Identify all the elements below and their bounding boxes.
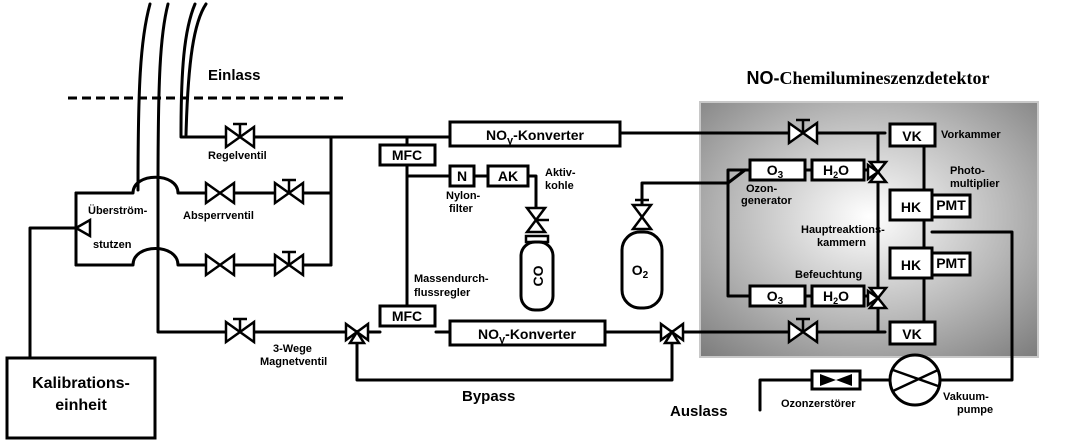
h2o-bottom-h: H	[823, 288, 833, 304]
massen-label-1: Massendurch-	[414, 273, 489, 285]
o2-sub: 2	[643, 270, 649, 281]
wege-label-2: Magnetventil	[260, 356, 327, 368]
noy-bottom-suffix: -Konverter	[505, 326, 576, 342]
hk-bottom-box: HK	[901, 257, 921, 273]
aktiv-label-1: Aktiv-	[545, 167, 576, 179]
noy-top-prefix: NO	[486, 127, 507, 143]
detector-upper-valve	[787, 118, 819, 146]
ozon-label-2: generator	[741, 195, 792, 207]
lower-valve-1	[204, 252, 236, 278]
hk-top-box: HK	[901, 199, 921, 215]
aktivkohle-box: AK	[498, 168, 518, 184]
befeuchtung-label: Befeuchtung	[795, 269, 862, 281]
ozonzerstoerer-icon	[820, 374, 836, 386]
h2o-top-o: O	[838, 162, 849, 178]
co-label: CO	[530, 265, 546, 286]
massen-label-2: flussregler	[414, 287, 471, 299]
bypass-label: Bypass	[462, 388, 515, 405]
ozonzerstoerer-label: Ozonzerstörer	[781, 398, 856, 410]
h2o-top-h: H	[823, 162, 833, 178]
mfc-top-label: MFC	[392, 147, 422, 163]
nylon-label-1: Nylon-	[446, 190, 481, 202]
photo-label-1: Photo-	[950, 165, 985, 177]
o3-top-main: O	[767, 162, 778, 178]
ozonzerstoerer-unit	[810, 369, 862, 391]
o3-bottom-main: O	[767, 288, 778, 304]
pump-icon	[892, 368, 939, 388]
inlet-tubes	[136, 2, 208, 192]
o2-valve	[630, 198, 654, 231]
co-valve	[524, 206, 549, 234]
o2-cylinder: O2	[620, 230, 664, 310]
ozon-label-1: Ozon-	[746, 183, 777, 195]
absperrventil-valve-1	[204, 180, 236, 206]
co-cylinder: CO	[519, 234, 555, 312]
h2o-bottom-sub: 2	[833, 296, 838, 306]
wege-label-1: 3-Wege	[273, 343, 312, 355]
components: MFC MFC NOy-Konverter NOy-Konverter N AK…	[5, 120, 972, 440]
detector-3way-lower	[866, 286, 889, 310]
photo-label-2: multiplier	[950, 178, 1000, 190]
detector-title-prefix: NO-	[747, 68, 780, 88]
o3-top-sub: 3	[778, 170, 784, 181]
three-way-valve-right	[659, 321, 685, 345]
noy-konverter-top: NOy-Konverter	[486, 127, 584, 147]
o3-bottom-sub: 3	[778, 296, 784, 307]
h2o-bottom-box: H2O	[823, 288, 849, 306]
vakuum-label-2: pumpe	[957, 404, 993, 416]
haupt-label-2: kammern	[817, 237, 866, 249]
h2o-bottom-o: O	[838, 288, 849, 304]
noy-konverter-bottom: NOy-Konverter	[478, 326, 576, 346]
o2-main: O	[632, 262, 643, 278]
vorkammer-label: Vorkammer	[941, 129, 1001, 141]
absperrventil-label: Absperrventil	[183, 210, 254, 222]
noy-top-suffix: -Konverter	[513, 127, 584, 143]
mfc-bottom-label: MFC	[392, 308, 422, 324]
detector-title: NO-Chemilumineszenzdetektor	[747, 68, 990, 88]
noy-top-sub: y	[507, 135, 514, 147]
detector-area	[699, 101, 1039, 358]
h2o-top-box: H2O	[823, 162, 849, 180]
absperrventil-valve-2	[273, 178, 305, 206]
noy-bottom-sub: y	[499, 334, 506, 346]
einlass-label: Einlass	[208, 67, 261, 84]
valves	[73, 118, 889, 345]
vk-bottom-box: VK	[902, 326, 921, 342]
pmt-bottom-box: PMT	[936, 255, 966, 271]
labels: Einlass Regelventil Absperrventil Überst…	[88, 67, 1001, 420]
regelventil-valve	[224, 122, 256, 150]
lower-valve-2	[273, 250, 305, 278]
detector-title-rest: Chemilumineszenzdetektor	[780, 68, 990, 88]
detector-lower-valve	[787, 317, 819, 345]
calibration-label-1: Kalibrations-	[32, 375, 130, 392]
haupt-label-1: Hauptreaktions-	[801, 224, 885, 236]
nylon-filter-box: N	[457, 168, 467, 184]
o2-label: O2	[632, 262, 649, 281]
o3-top-box: O3	[767, 162, 784, 181]
vakuum-label-1: Vakuum-	[943, 391, 989, 403]
nylon-label-2: filter	[449, 203, 474, 215]
calibration-label-2: einheit	[55, 397, 107, 414]
calibration-unit	[5, 356, 157, 440]
aktiv-label-2: kohle	[545, 180, 574, 192]
ueberstroem-label-2: stutzen	[93, 239, 132, 251]
h2o-top-sub: 2	[833, 170, 838, 180]
three-way-valve-left	[344, 321, 370, 345]
o3-bottom-box: O3	[767, 288, 784, 307]
detector-3way-upper	[866, 160, 889, 184]
noy-bottom-prefix: NO	[478, 326, 499, 342]
auslass-label: Auslass	[670, 403, 728, 420]
bottom-valve	[224, 317, 256, 345]
pmt-top-box: PMT	[936, 197, 966, 213]
overflow-stub-icon	[73, 217, 92, 239]
vacuum-pump	[888, 353, 942, 407]
ueberstroem-label-1: Überström-	[88, 204, 148, 217]
regelventil-label: Regelventil	[208, 150, 267, 162]
vk-top-box: VK	[902, 128, 921, 144]
